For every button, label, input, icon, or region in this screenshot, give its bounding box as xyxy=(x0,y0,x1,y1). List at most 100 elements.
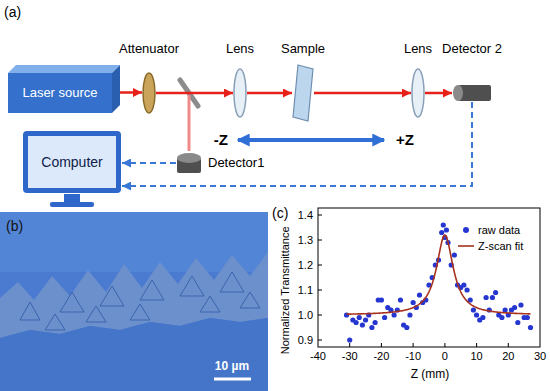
laser-beam xyxy=(425,92,452,95)
data-point xyxy=(525,315,530,320)
data-point xyxy=(441,222,446,227)
micrograph-lower xyxy=(0,318,268,391)
plot-frame xyxy=(318,208,540,347)
plot-axes xyxy=(318,208,540,347)
component-label: Attenuator xyxy=(119,42,179,57)
axis-direction: -Z xyxy=(214,131,228,148)
laser-beam xyxy=(314,92,411,95)
data-point xyxy=(360,322,365,327)
data-point xyxy=(480,315,485,320)
component-label: Lens xyxy=(226,42,254,57)
axis-direction: +Z xyxy=(396,131,414,148)
laser-beam xyxy=(120,91,142,94)
laser-source-box: Laser source xyxy=(8,65,120,113)
axis-title: Z (mm) xyxy=(411,368,450,382)
legend-dot xyxy=(458,225,474,235)
flake xyxy=(86,306,106,322)
flake xyxy=(20,302,40,320)
tick-label: -40 xyxy=(310,350,326,363)
data-point xyxy=(474,312,479,317)
data-point xyxy=(411,300,416,305)
data-point xyxy=(483,295,488,300)
tick-label: -20 xyxy=(373,350,389,363)
data-point xyxy=(444,227,449,232)
legend-line xyxy=(458,241,474,251)
sample-plate-shape xyxy=(292,64,314,122)
data-point xyxy=(407,312,412,317)
fit-curve xyxy=(347,235,531,314)
lens: Lens xyxy=(411,68,425,118)
flake xyxy=(180,276,204,296)
panel-label: (a) xyxy=(4,4,21,20)
data-point xyxy=(392,312,397,317)
reflected-beam xyxy=(188,95,191,151)
detector-shape xyxy=(452,84,492,102)
attenuator: Attenuator xyxy=(142,72,156,114)
data-point xyxy=(452,252,457,257)
flake xyxy=(130,304,150,320)
data-point xyxy=(357,315,362,320)
sample-plate: Sample xyxy=(292,64,314,122)
component-label: Laser source xyxy=(22,86,97,101)
data-point xyxy=(518,302,523,307)
laser-beam xyxy=(247,92,292,95)
tick-label: 20 xyxy=(502,350,514,363)
x-ticks xyxy=(350,343,509,347)
component-label: Detector1 xyxy=(208,156,264,171)
scale-bar xyxy=(214,378,251,381)
data-point xyxy=(471,307,476,312)
data-point xyxy=(503,307,508,312)
tick-label: 0.9 xyxy=(298,334,313,347)
data-point xyxy=(461,282,466,287)
component-label: Lens xyxy=(404,42,432,57)
tick-label: 10 xyxy=(470,350,482,363)
z-scan-arrow xyxy=(238,138,384,142)
flake xyxy=(240,292,260,308)
data-point xyxy=(379,297,384,302)
axis-title: Normalized Transmittance xyxy=(279,226,292,354)
component-label: Sample xyxy=(281,42,325,57)
tick-label: 1.4 xyxy=(298,209,313,222)
tick-label: 30 xyxy=(534,350,546,363)
scale-label: 10 µm xyxy=(215,360,249,374)
y-ticks xyxy=(318,215,322,340)
data-point xyxy=(490,295,495,300)
flake xyxy=(140,280,164,300)
panel-label: (b) xyxy=(6,218,23,234)
computer-monitor: Computer xyxy=(22,130,122,194)
tick-label: -30 xyxy=(342,350,358,363)
tick-label: 0 xyxy=(442,350,448,363)
data-point xyxy=(439,230,444,235)
data-point xyxy=(372,320,377,325)
legend-text: Z-scan fit xyxy=(478,240,523,253)
legend-text: raw data xyxy=(478,224,520,237)
flake xyxy=(200,296,220,312)
data-point xyxy=(528,325,533,330)
panel-label: (c) xyxy=(272,205,288,221)
data-point xyxy=(363,317,368,322)
data-point xyxy=(499,315,504,320)
monitor-base xyxy=(50,202,94,207)
component-label: Detector 2 xyxy=(442,42,502,57)
component-label: Computer xyxy=(41,154,102,170)
data-point xyxy=(512,305,517,310)
tick-label: -10 xyxy=(405,350,421,363)
flake-triangles xyxy=(20,272,260,330)
data-point xyxy=(417,292,422,297)
data-point xyxy=(464,287,469,292)
monitor-neck xyxy=(64,194,80,202)
micrograph-ground xyxy=(0,212,268,391)
data-point xyxy=(353,320,358,325)
data-point xyxy=(369,325,374,330)
data-line xyxy=(122,162,176,164)
data-point xyxy=(382,315,387,320)
data-point xyxy=(515,320,520,325)
flake xyxy=(220,272,244,292)
data-point xyxy=(404,325,409,330)
data-point xyxy=(344,312,349,317)
detector: Detector1 xyxy=(176,152,202,174)
micrograph xyxy=(0,212,268,391)
